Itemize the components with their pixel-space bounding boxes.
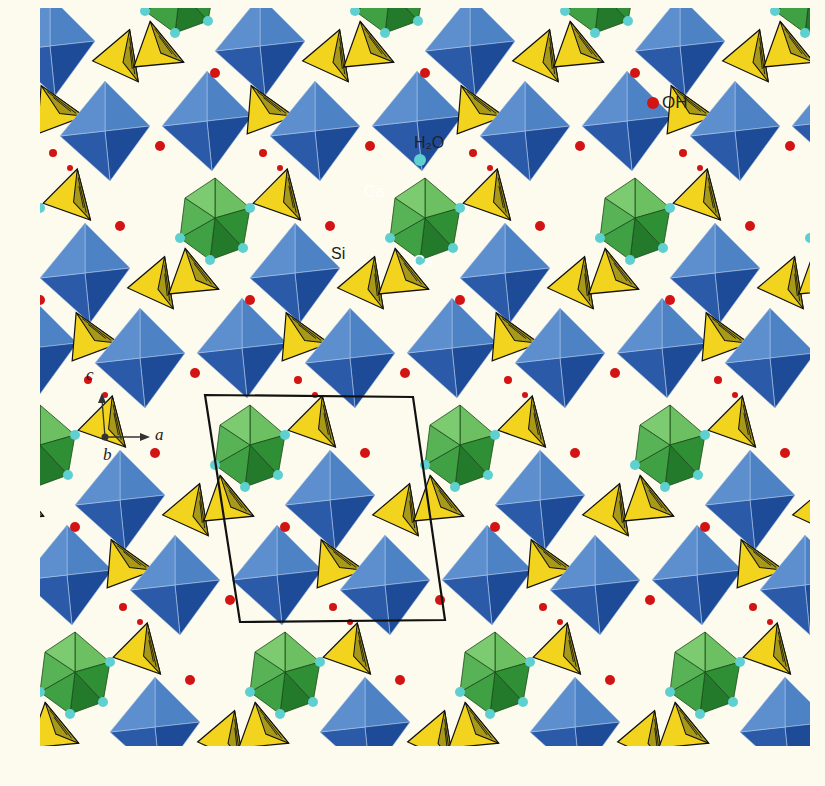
oh-marker	[647, 97, 659, 109]
crystal-cell	[127, 8, 365, 181]
crystal-cell	[547, 8, 785, 181]
crystal-cell	[337, 8, 575, 181]
crystal-cell	[162, 163, 400, 408]
group-label: H₂O	[414, 134, 444, 152]
crystal-cell	[582, 163, 810, 408]
polyhedra-lattice	[40, 8, 810, 746]
crystal-cell	[617, 390, 810, 635]
axis-label: c	[86, 366, 94, 384]
crystal-cell	[792, 163, 810, 408]
crystal-cell	[40, 390, 224, 635]
crystal-cell	[40, 617, 259, 746]
axis-label: b	[103, 446, 112, 464]
crystal-cell	[40, 8, 154, 181]
crystal-cell	[757, 8, 810, 181]
atom-label: Ca	[364, 183, 384, 201]
crystal-cell	[197, 390, 435, 635]
group-label: OH	[662, 94, 688, 112]
crystal-cell	[40, 163, 189, 408]
unit-cell	[205, 395, 445, 622]
crystal-cell	[652, 617, 810, 746]
water-marker	[414, 154, 426, 166]
axis-indicator	[98, 393, 150, 441]
crystal-cell	[442, 617, 680, 746]
axis-label: a	[155, 426, 164, 444]
crystal-cell	[372, 163, 610, 408]
atom-label: Si	[331, 245, 345, 263]
crystal-cell	[232, 617, 470, 746]
atom-label: Ca	[413, 253, 433, 271]
